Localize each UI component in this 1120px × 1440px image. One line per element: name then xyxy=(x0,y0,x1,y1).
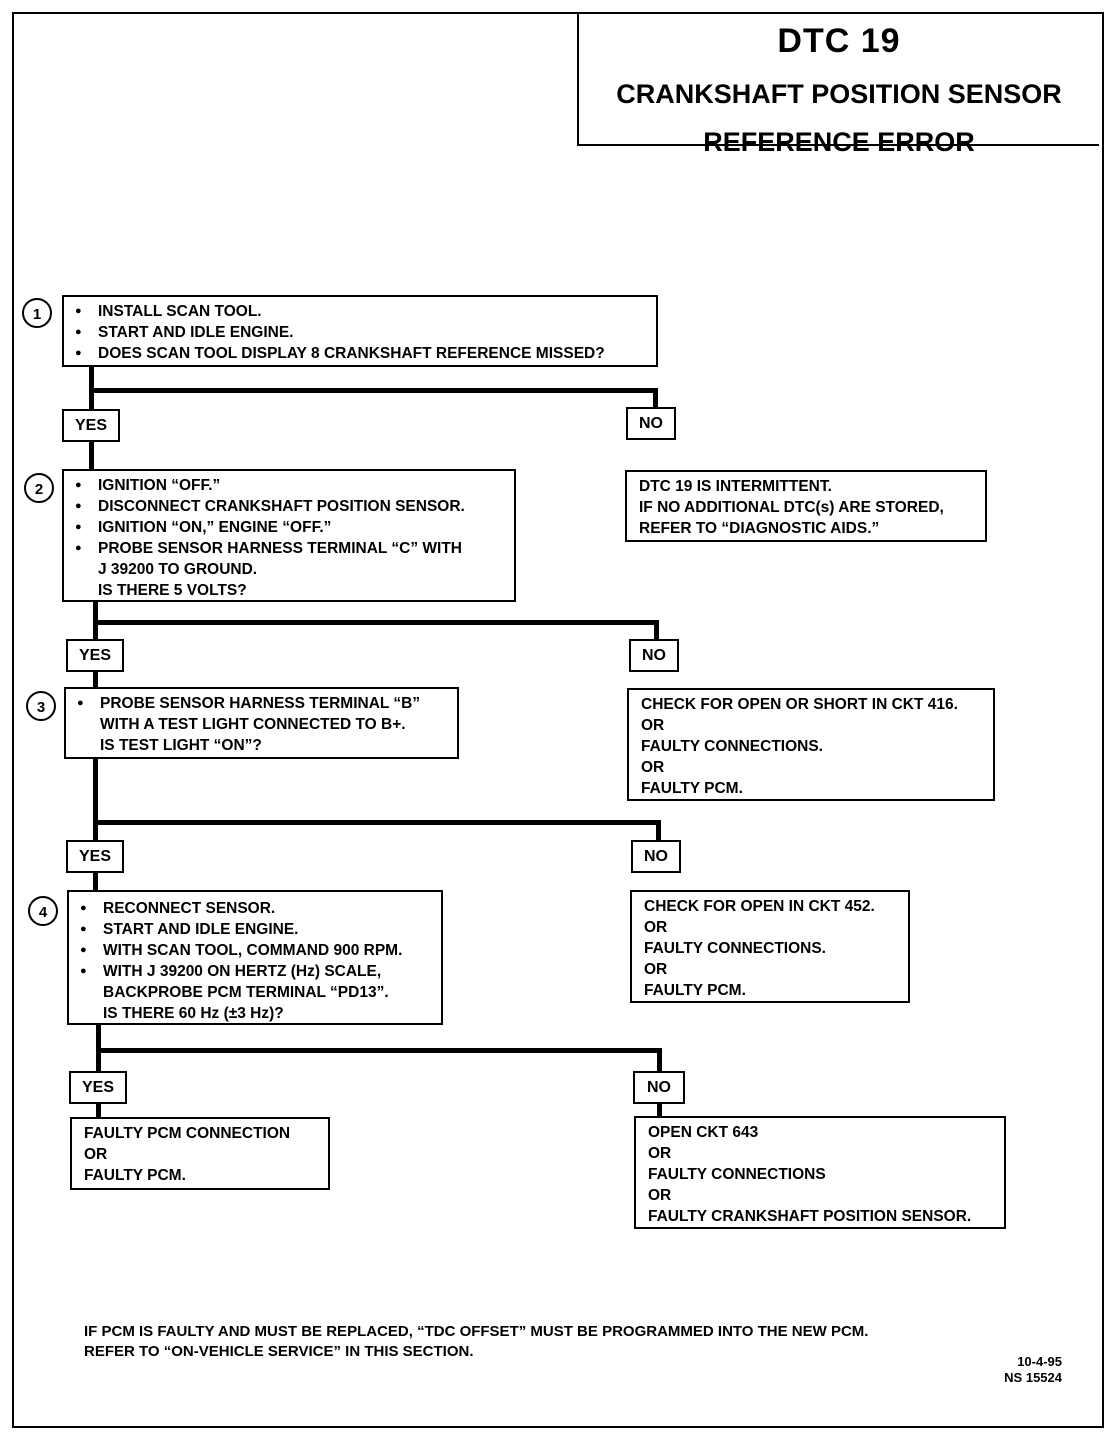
step-2-item: DISCONNECT CRANKSHAFT POSITION SENSOR. xyxy=(64,496,514,517)
step-3-item: PROBE SENSOR HARNESS TERMINAL “B” xyxy=(66,693,457,714)
dtc-subtitle-line2: REFERENCE ERROR xyxy=(703,127,975,157)
step-number-3: 3 xyxy=(26,691,56,721)
outcome-line: FAULTY CONNECTIONS. xyxy=(644,940,826,957)
outcome-line: IF NO ADDITIONAL DTC(s) ARE STORED, xyxy=(639,499,944,516)
step-2-item: IGNITION “ON,” ENGINE “OFF.” xyxy=(64,517,514,538)
outcome-line: FAULTY PCM. xyxy=(641,780,743,797)
outcome-line: OR xyxy=(644,919,668,936)
outcome-line: OPEN CKT 643 xyxy=(648,1124,759,1141)
connector-line xyxy=(656,820,661,841)
connector-line xyxy=(653,388,658,410)
dtc-code-title: DTC 19 xyxy=(777,22,901,60)
step-4-item: WITH J 39200 ON HERTZ (Hz) SCALE, xyxy=(69,961,441,982)
title-block: DTC 19 CRANKSHAFT POSITION SENSOR REFERE… xyxy=(577,14,1099,157)
document-id: NS 15524 xyxy=(1004,1370,1062,1385)
outcome-line: FAULTY CRANKSHAFT POSITION SENSOR. xyxy=(648,1208,972,1225)
step-2-box: IGNITION “OFF.” DISCONNECT CRANKSHAFT PO… xyxy=(62,469,516,602)
outcome-line: OR xyxy=(641,759,665,776)
step-number-4: 4 xyxy=(28,896,58,926)
connector-line xyxy=(89,440,94,470)
step-1-item: INSTALL SCAN TOOL. xyxy=(64,301,656,322)
connector-line xyxy=(93,871,98,891)
connector-line xyxy=(96,1102,101,1118)
no-label-1: NO xyxy=(626,407,676,440)
page-frame xyxy=(12,12,1104,1428)
connector-line xyxy=(93,820,661,825)
outcome-line: FAULTY PCM CONNECTION xyxy=(84,1125,291,1142)
outcome-line: CHECK FOR OPEN OR SHORT IN CKT 416. xyxy=(641,696,958,713)
step-2-item: IGNITION “OFF.” xyxy=(64,475,514,496)
connector-line xyxy=(96,1023,101,1072)
yes-label-1: YES xyxy=(62,409,120,442)
step-1-box: INSTALL SCAN TOOL. START AND IDLE ENGINE… xyxy=(62,295,658,367)
connector-line xyxy=(93,670,98,688)
no-label-3: NO xyxy=(631,840,681,873)
outcome-line: OR xyxy=(648,1187,672,1204)
step-3-question: IS TEST LIGHT “ON”? xyxy=(100,737,262,754)
step-3-cont: WITH A TEST LIGHT CONNECTED TO B+. xyxy=(100,716,406,733)
connector-line xyxy=(93,757,98,841)
outcome-line: DTC 19 IS INTERMITTENT. xyxy=(639,478,832,495)
step-3-box: PROBE SENSOR HARNESS TERMINAL “B” WITH A… xyxy=(64,687,459,759)
outcome-line: FAULTY PCM. xyxy=(644,982,746,999)
step-4-item: RECONNECT SENSOR. xyxy=(69,898,441,919)
yes-label-4: YES xyxy=(69,1071,127,1104)
document-date: 10-4-95 xyxy=(1017,1354,1062,1369)
connector-line xyxy=(89,388,658,393)
step-4-item: WITH SCAN TOOL, COMMAND 900 RPM. xyxy=(69,940,441,961)
step-1-item: START AND IDLE ENGINE. xyxy=(64,322,656,343)
step-4-question: IS THERE 60 Hz (±3 Hz)? xyxy=(103,1005,284,1022)
no-label-2: NO xyxy=(629,639,679,672)
outcome-line: OR xyxy=(641,717,665,734)
outcome-line: FAULTY CONNECTIONS xyxy=(648,1166,826,1183)
step-2-cont: J 39200 TO GROUND. xyxy=(98,561,258,578)
outcome-line: REFER TO “DIAGNOSTIC AIDS.” xyxy=(639,520,880,537)
document-code: 10-4-95 NS 15524 xyxy=(1004,1354,1062,1386)
outcome-line: FAULTY CONNECTIONS. xyxy=(641,738,823,755)
no-1-outcome: DTC 19 IS INTERMITTENT. IF NO ADDITIONAL… xyxy=(625,470,987,542)
footnote: IF PCM IS FAULTY AND MUST BE REPLACED, “… xyxy=(84,1322,868,1362)
outcome-line: OR xyxy=(644,961,668,978)
step-number-2: 2 xyxy=(24,473,54,503)
no-4-outcome: OPEN CKT 643 OR FAULTY CONNECTIONS OR FA… xyxy=(634,1116,1006,1229)
outcome-line: OR xyxy=(648,1145,672,1162)
connector-line xyxy=(654,620,659,640)
footnote-line-2: REFER TO “ON-VEHICLE SERVICE” IN THIS SE… xyxy=(84,1343,474,1360)
step-4-box: RECONNECT SENSOR. START AND IDLE ENGINE.… xyxy=(67,890,443,1025)
step-number-1: 1 xyxy=(22,298,52,328)
yes-label-2: YES xyxy=(66,639,124,672)
no-2-outcome: CHECK FOR OPEN OR SHORT IN CKT 416. OR F… xyxy=(627,688,995,801)
outcome-line: OR xyxy=(84,1146,108,1163)
dtc-subtitle-line1: CRANKSHAFT POSITION SENSOR xyxy=(616,79,1062,109)
step-2-question: IS THERE 5 VOLTS? xyxy=(98,582,247,599)
outcome-line: CHECK FOR OPEN IN CKT 452. xyxy=(644,898,875,915)
step-4-cont: BACKPROBE PCM TERMINAL “PD13”. xyxy=(103,984,389,1001)
connector-line xyxy=(96,1048,662,1053)
no-label-4: NO xyxy=(633,1071,685,1104)
connector-line xyxy=(657,1048,662,1072)
step-4-item: START AND IDLE ENGINE. xyxy=(69,919,441,940)
step-2-item: PROBE SENSOR HARNESS TERMINAL “C” WITH xyxy=(64,538,514,559)
footnote-line-1: IF PCM IS FAULTY AND MUST BE REPLACED, “… xyxy=(84,1323,869,1340)
outcome-line: FAULTY PCM. xyxy=(84,1167,186,1184)
connector-line xyxy=(93,620,659,625)
yes-label-3: YES xyxy=(66,840,124,873)
connector-line xyxy=(657,1102,662,1118)
step-1-item: DOES SCAN TOOL DISPLAY 8 CRANKSHAFT REFE… xyxy=(64,343,656,364)
no-3-outcome: CHECK FOR OPEN IN CKT 452. OR FAULTY CON… xyxy=(630,890,910,1003)
yes-4-outcome: FAULTY PCM CONNECTION OR FAULTY PCM. xyxy=(70,1117,330,1190)
